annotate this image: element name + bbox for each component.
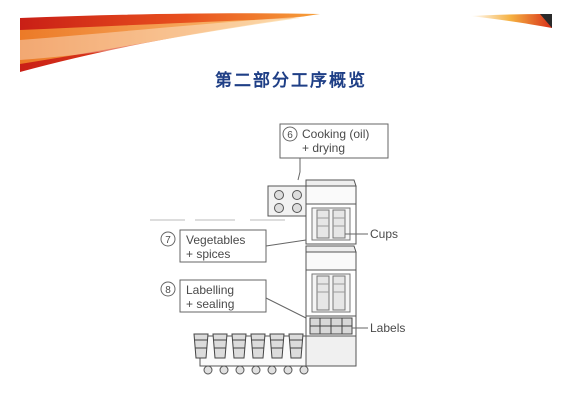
step-label-line1: Labelling [186,283,234,297]
step-number: 7 [165,235,171,246]
step-number-badge [160,231,176,247]
conveyor-rollers [203,365,309,375]
step-number-badge [160,281,176,297]
banner-right-swoosh [470,14,552,28]
stove-unit [267,185,311,217]
labels-label: Labels [370,321,405,335]
step-6-callout: 6 Cooking (oil) + drying [279,123,389,181]
middle-machine [305,245,357,317]
labelling-unit [305,315,357,337]
step-label-line1: Vegetables [186,233,245,247]
step-label-line2: + spices [186,247,230,261]
step-number: 8 [165,285,171,296]
finished-cups [193,333,304,359]
step-8-callout: 8 Labelling + sealing [160,279,311,321]
step-label-line2: + drying [302,141,345,155]
step-label-line2: + sealing [186,297,234,311]
step-number: 6 [287,130,293,141]
upper-machine [305,179,357,245]
step-label-line1: Cooking (oil) [302,127,369,141]
page-title: 第二部分工序概览 [215,71,367,91]
cups-label: Cups [370,227,398,241]
header-banner [20,13,552,73]
step-7-callout: 7 Vegetables + spices [160,229,307,263]
step-number-badge [282,126,298,142]
banner-left-swoosh [20,13,320,73]
